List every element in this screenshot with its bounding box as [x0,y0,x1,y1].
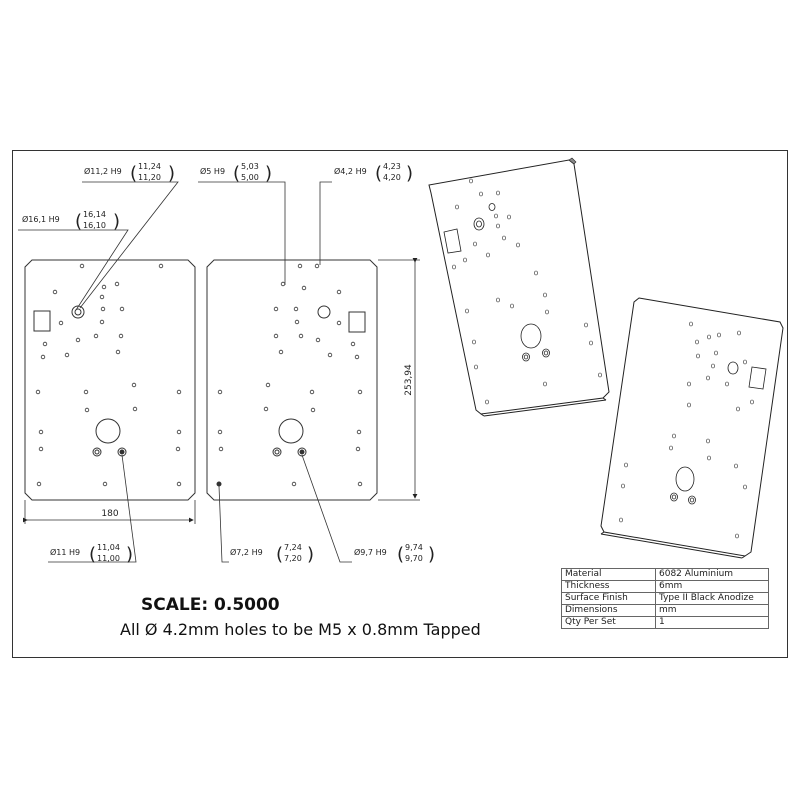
svg-text:(: ( [375,163,382,184]
spec-value: Type II Black Anodize [655,592,769,605]
callout-d9-7: Ø9,7 H9 9,74 9,70 ( ) [354,543,435,565]
svg-text:16,14: 16,14 [83,210,106,219]
height-dimension-label: 253,94 [404,364,414,396]
spec-key: Qty Per Set [561,616,656,629]
callout-d11-2: Ø11,2 H9 11,24 11,20 ( ) [84,162,175,184]
svg-text:5,00: 5,00 [241,173,259,182]
svg-text:11,04: 11,04 [97,543,120,552]
spec-key: Dimensions [561,604,656,617]
svg-text:): ) [265,163,272,184]
svg-text:Ø11,2 H9: Ø11,2 H9 [84,166,122,176]
svg-text:11,20: 11,20 [138,173,161,182]
svg-text:11,24: 11,24 [138,162,161,171]
svg-text:Ø7,2 H9: Ø7,2 H9 [230,547,263,557]
svg-text:(: ( [130,163,137,184]
plate-front-view [24,259,196,501]
spec-table: Material 6082 Aluminium Thickness 6mm Su… [561,568,769,629]
svg-text:Ø16,1 H9: Ø16,1 H9 [22,214,60,224]
spec-key: Thickness [561,580,656,593]
svg-text:(: ( [75,211,82,232]
spec-key: Surface Finish [561,592,656,605]
plate-back-view [206,259,378,501]
width-dimension-label: 180 [101,509,118,519]
svg-text:11,00: 11,00 [97,554,120,563]
svg-text:Ø4,2 H9: Ø4,2 H9 [334,166,367,176]
svg-text:9,74: 9,74 [405,543,423,552]
svg-text:): ) [126,544,133,565]
svg-text:): ) [113,211,120,232]
table-row: Dimensions mm [561,604,769,617]
svg-text:4,23: 4,23 [383,162,401,171]
svg-text:16,10: 16,10 [83,221,106,230]
svg-text:5,03: 5,03 [241,162,259,171]
svg-text:Ø9,7 H9: Ø9,7 H9 [354,547,387,557]
svg-text:(: ( [233,163,240,184]
plate-isometric-front [428,157,610,417]
svg-text:Ø5 H9: Ø5 H9 [200,166,225,176]
spec-key: Material [561,568,656,581]
dimension-lines [23,258,420,524]
svg-text:): ) [428,544,435,565]
callout-d16-1: Ø16,1 H9 16,14 16,10 ( ) [22,210,120,232]
svg-text:(: ( [89,544,96,565]
table-row: Material 6082 Aluminium [561,568,769,581]
drawing-sheet-border [12,150,788,658]
svg-text:4,20: 4,20 [383,173,401,182]
leader-lines [18,181,352,563]
svg-text:(: ( [276,544,283,565]
scale-label: SCALE: 0.5000 [141,595,280,615]
table-row: Surface Finish Type II Black Anodize [561,592,769,605]
svg-text:7,20: 7,20 [284,554,302,563]
spec-value: 6mm [655,580,769,593]
svg-text:): ) [307,544,314,565]
svg-text:7,24: 7,24 [284,543,302,552]
spec-value: 6082 Aluminium [655,568,769,581]
svg-text:Ø11 H9: Ø11 H9 [50,547,80,557]
callout-d7-2: Ø7,2 H9 7,24 7,20 ( ) [230,543,314,565]
svg-text:): ) [406,163,413,184]
spec-value: 1 [655,616,769,629]
svg-text:9,70: 9,70 [405,554,423,563]
table-row: Thickness 6mm [561,580,769,593]
table-row: Qty Per Set 1 [561,616,769,629]
callout-d11: Ø11 H9 11,04 11,00 ( ) [50,543,133,565]
spec-value: mm [655,604,769,617]
plate-isometric-back [600,297,784,559]
svg-text:(: ( [397,544,404,565]
callout-d5: Ø5 H9 5,03 5,00 ( ) [200,162,272,184]
svg-text:): ) [168,163,175,184]
tapping-note: All Ø 4.2mm holes to be M5 x 0.8mm Tappe… [120,620,481,639]
callout-d4-2: Ø4,2 H9 4,23 4,20 ( ) [334,162,413,184]
